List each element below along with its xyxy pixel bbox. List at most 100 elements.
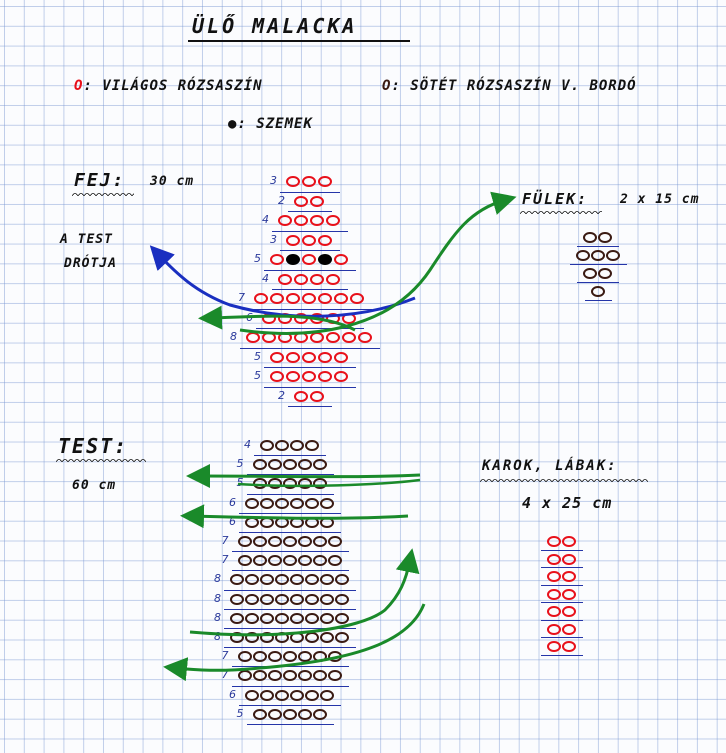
head-bead xyxy=(334,371,348,382)
head-row-count: 4 xyxy=(262,271,269,285)
ears-row-line xyxy=(577,282,619,283)
limbs-bead xyxy=(547,641,561,652)
head-wire-arrow-left xyxy=(198,305,356,332)
ears-label-underline xyxy=(520,208,602,214)
head-row-line xyxy=(288,406,332,407)
title-underline xyxy=(188,40,410,42)
body-bead xyxy=(312,459,327,471)
head-row-count: 5 xyxy=(254,252,261,265)
body-bead xyxy=(282,459,297,471)
head-bead xyxy=(294,390,308,402)
body-arrow-1b xyxy=(237,478,421,488)
head-bead xyxy=(294,215,308,226)
body-bead xyxy=(275,440,289,451)
head-row-line xyxy=(272,289,348,290)
body-row-count: 6 xyxy=(229,514,236,528)
head-bead xyxy=(294,195,308,207)
head-row-count: 8 xyxy=(230,330,237,343)
head-bead xyxy=(350,293,364,304)
limbs-row-line xyxy=(541,619,583,621)
limbs-label-underline xyxy=(480,476,648,482)
ears-bead xyxy=(605,250,620,261)
body-bead xyxy=(282,555,297,567)
body-row-count: 5 xyxy=(236,706,244,720)
head-bead xyxy=(310,195,324,207)
body-bead xyxy=(320,689,334,701)
body-row-line xyxy=(239,512,341,514)
body-bead xyxy=(327,536,342,547)
body-arrow-2 xyxy=(180,504,409,529)
head-bead xyxy=(318,371,332,382)
body-bead xyxy=(305,632,319,643)
legend-dark-text: : SÖTÉT RÓZSASZÍN V. BORDÓ xyxy=(391,78,637,94)
limbs-bead xyxy=(547,571,561,582)
body-bead xyxy=(290,689,304,701)
body-bead xyxy=(260,593,274,605)
legend-light-text: : VILÁGOS RÓZSASZÍN xyxy=(83,78,263,94)
body-bead xyxy=(320,497,334,509)
head-eye-bead xyxy=(286,254,300,265)
head-bead xyxy=(286,293,300,304)
limbs-row-line xyxy=(541,549,583,551)
head-row-count: 4 xyxy=(262,213,269,226)
ears-bead xyxy=(583,232,597,243)
legend-light-symbol: O xyxy=(74,78,84,94)
body-bead xyxy=(290,497,304,509)
body-bead xyxy=(252,536,267,547)
head-row-count: 3 xyxy=(270,232,277,246)
body-row-line xyxy=(254,455,326,457)
body-bead xyxy=(252,459,267,471)
head-bead xyxy=(270,351,284,363)
body-row-count: 6 xyxy=(229,495,236,509)
ears-row-line xyxy=(577,246,619,247)
body-bead xyxy=(305,612,319,624)
limbs-label: KAROK, LÁBAK: xyxy=(482,458,618,474)
body-row-count: 5 xyxy=(236,457,244,471)
body-bead xyxy=(252,651,267,663)
head-bead xyxy=(270,254,284,265)
body-row-count: 8 xyxy=(214,630,221,643)
body-bead xyxy=(282,536,297,547)
body-row-count: 4 xyxy=(244,438,251,451)
body-bead xyxy=(275,574,289,586)
body-bead xyxy=(245,574,259,586)
body-row-line xyxy=(231,551,349,553)
head-row-count: 5 xyxy=(254,369,261,382)
head-bead xyxy=(334,293,348,304)
ears-label: FÜLEK: xyxy=(522,190,589,208)
limbs-bead xyxy=(547,588,561,600)
body-row-count: 8 xyxy=(214,610,221,624)
head-length: 30 cm xyxy=(150,174,195,189)
limbs-bead xyxy=(547,623,561,635)
head-eye-bead xyxy=(318,254,332,265)
body-bead xyxy=(327,555,342,567)
body-row-line xyxy=(224,608,356,610)
head-bead xyxy=(326,215,340,226)
head-bead xyxy=(302,351,316,363)
body-bead xyxy=(237,536,252,547)
limbs-bead xyxy=(547,606,561,617)
body-bead xyxy=(260,689,274,701)
limbs-row-line xyxy=(541,567,583,568)
body-bead xyxy=(267,670,282,682)
head-bead xyxy=(318,293,332,304)
ears-bead xyxy=(575,250,590,261)
head-bead xyxy=(302,234,316,246)
legend-dark-symbol: O xyxy=(382,78,392,94)
head-bead xyxy=(278,273,292,285)
body-bead xyxy=(230,612,244,624)
body-row-line xyxy=(224,647,356,649)
body-bead xyxy=(237,651,252,663)
body-bead xyxy=(297,708,312,720)
body-bead xyxy=(290,593,304,605)
body-row-line xyxy=(246,724,334,725)
head-row-line xyxy=(288,211,332,212)
body-bead xyxy=(267,536,282,547)
body-row-line xyxy=(224,589,356,591)
body-bead xyxy=(305,497,319,509)
body-bead xyxy=(335,612,349,624)
body-bead xyxy=(305,440,319,451)
body-bead xyxy=(320,612,334,624)
body-bead xyxy=(230,574,244,586)
